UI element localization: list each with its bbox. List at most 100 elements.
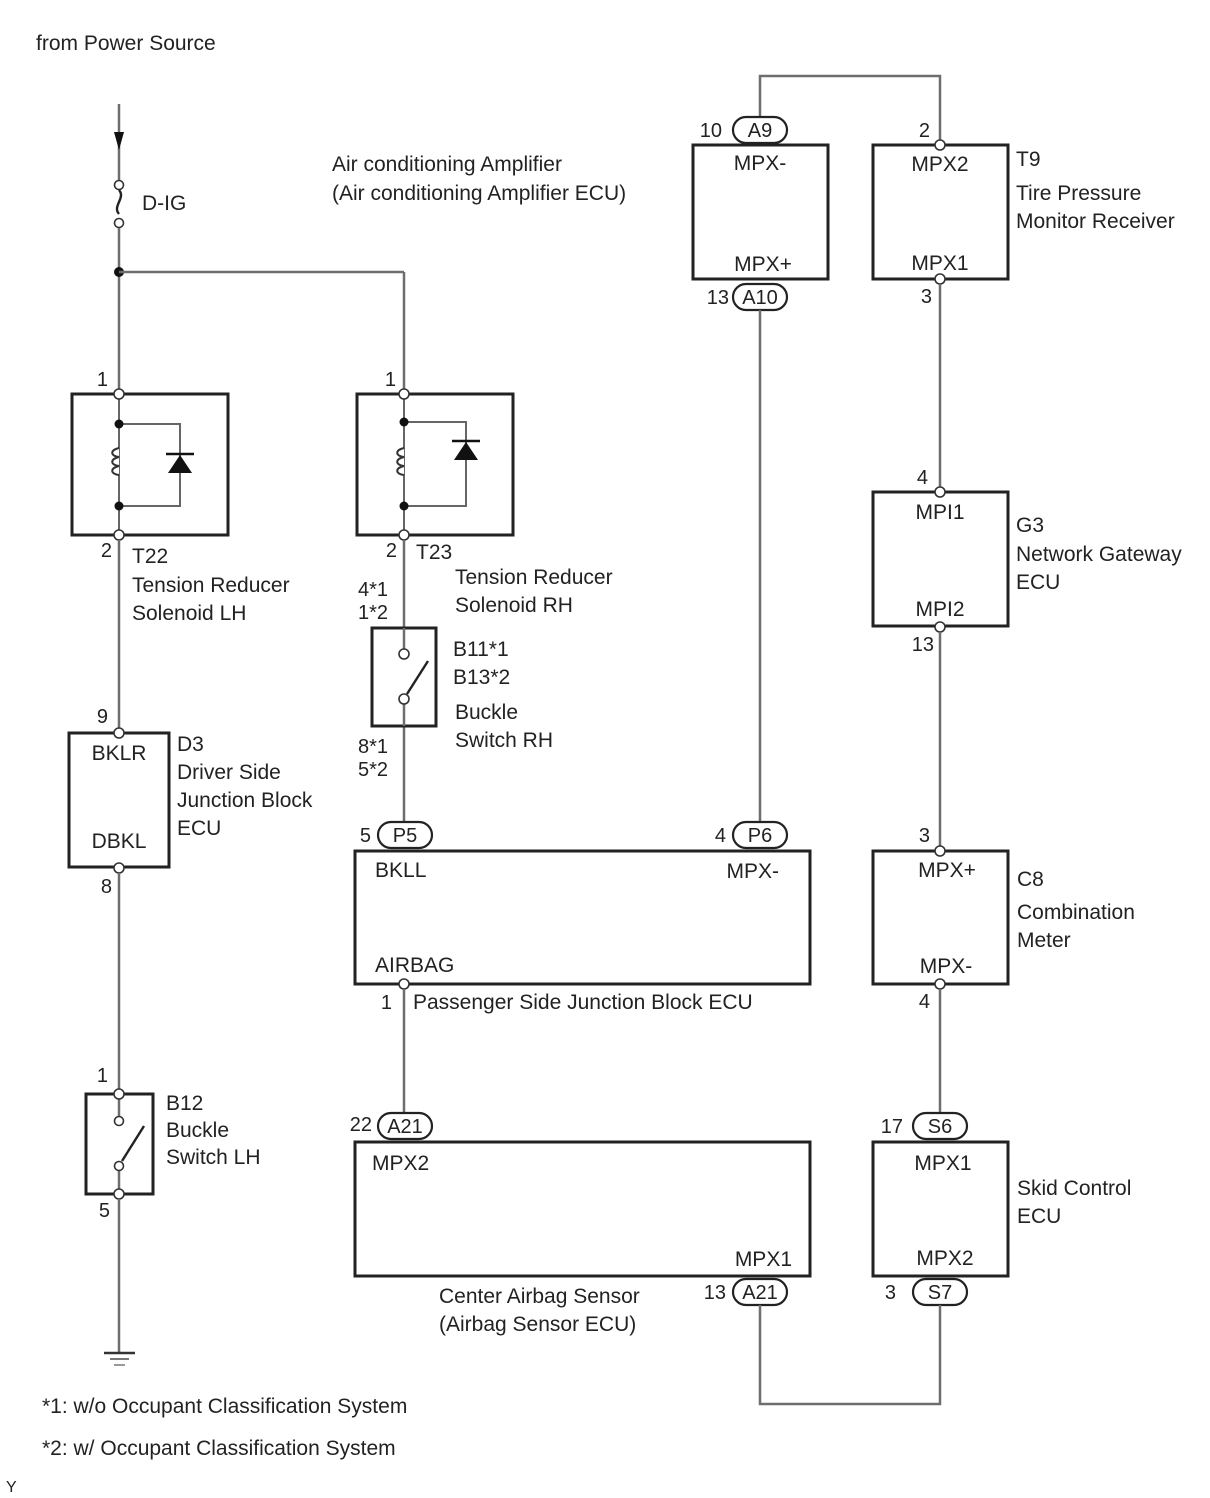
t23-solenoid-rh: 1 2 T23 Tension Reducer Solenoid RH	[355, 369, 613, 617]
coil-icon	[111, 447, 120, 476]
ground-icon	[104, 1351, 135, 1366]
connector-p6	[731, 820, 789, 850]
c8-combination-meter: 3 4 MPX+ MPX- C8 Combination Meter	[871, 825, 1135, 1013]
component-name: Monitor Receiver	[1016, 210, 1175, 233]
component-name: Buckle	[166, 1119, 229, 1142]
terminal-label: MPI1	[915, 501, 964, 524]
component-name: Junction Block	[177, 789, 313, 812]
pin-number: 5	[360, 825, 371, 847]
component-name: Air conditioning Amplifier	[332, 153, 562, 176]
component-code: B13*2	[453, 666, 510, 689]
footnote-2: *2: w/ Occupant Classification System	[42, 1437, 396, 1460]
terminal-label: DBKL	[92, 830, 147, 853]
pin-number: 8	[101, 876, 112, 898]
pin-number: 4*1	[358, 579, 388, 601]
b12-buckle-switch-lh: 1 5 B12 Buckle Switch LH	[84, 1065, 261, 1222]
pin-number: 2	[386, 540, 397, 562]
pin-number: 1	[97, 1065, 108, 1087]
component-name: Switch RH	[455, 729, 553, 752]
terminal-label: MPX1	[911, 252, 968, 275]
center-airbag-sensor: A21 22 MPX2 MPX1 A21 13 Center Airbag Se…	[350, 1111, 812, 1336]
component-code: T9	[1016, 148, 1041, 171]
connector-s6	[911, 1111, 969, 1141]
pin-number: 4	[919, 991, 930, 1013]
component-name: ECU	[1017, 1205, 1061, 1228]
component-code: B12	[166, 1092, 203, 1115]
component-name: Network Gateway	[1016, 543, 1182, 566]
connector-code: A10	[742, 287, 778, 309]
component-code: T22	[132, 545, 168, 568]
connector-a9	[731, 115, 789, 145]
terminal-label: BKLL	[375, 859, 426, 882]
ac-amplifier: Air conditioning Amplifier (Air conditio…	[332, 115, 830, 312]
power-source-label: from Power Source	[36, 32, 216, 55]
terminal-label: MPX+	[918, 859, 976, 882]
pin-number: 2	[101, 540, 112, 562]
component-code: G3	[1016, 514, 1044, 537]
pin-number: 3	[921, 286, 932, 308]
switch-icon	[120, 1125, 146, 1162]
pin-number: 1	[97, 369, 108, 391]
terminal-label: MPX-	[920, 955, 973, 978]
pin-number: 22	[350, 1114, 372, 1136]
connector-p5	[376, 820, 434, 850]
pin-number: 1	[381, 992, 392, 1014]
connector-code: A9	[748, 120, 772, 142]
pin-number: 5	[99, 1200, 110, 1222]
connector-code: P6	[748, 825, 772, 847]
coil-icon	[396, 447, 405, 476]
pin-number: 1*2	[358, 602, 388, 624]
terminal-label: MPX2	[911, 153, 968, 176]
pin-number: 3	[919, 825, 930, 847]
pin-number: 4	[715, 825, 726, 847]
terminal-label: MPX2	[916, 1247, 973, 1270]
diode-icon	[454, 442, 478, 460]
component-name: Tension Reducer	[132, 574, 290, 597]
terminal-label: MPX+	[734, 253, 792, 276]
fuse-d-ig: D-IG	[113, 179, 186, 229]
component-code: C8	[1017, 868, 1044, 891]
connector-a21-top	[376, 1111, 434, 1141]
terminal-label: AIRBAG	[375, 954, 454, 977]
terminal-label: MPX1	[914, 1152, 971, 1175]
pin-number: 13	[912, 634, 934, 656]
component-name: ECU	[177, 817, 221, 840]
pin-number: 8*1	[358, 736, 388, 758]
component-name: Skid Control	[1017, 1177, 1131, 1200]
connector-code: S6	[928, 1116, 952, 1138]
buckle-switch-rh: 4*1 1*2 8*1 5*2 B11*1 B13*2 Buckle Switc…	[358, 579, 553, 781]
footnote-1: *1: w/o Occupant Classification System	[42, 1395, 407, 1418]
component-name: Meter	[1017, 929, 1071, 952]
pin-number: 1	[385, 369, 396, 391]
power-feed	[114, 104, 124, 182]
component-code: D3	[177, 733, 204, 756]
passenger-side-jb-ecu: P5 5 P6 4 BKLL MPX- AIRBAG 1 Passenger S…	[353, 820, 812, 1014]
component-code: B11*1	[453, 638, 509, 661]
connector-code: S7	[928, 1282, 952, 1304]
component-name: Tire Pressure	[1016, 182, 1141, 205]
pin-number: 13	[704, 1282, 726, 1304]
component-name: Combination	[1017, 901, 1135, 924]
connector-code: A21	[742, 1282, 778, 1304]
component-name: (Air conditioning Amplifier ECU)	[332, 182, 626, 205]
pin-number: 10	[700, 120, 722, 142]
corner-mark: Y	[6, 1479, 17, 1496]
diode-icon	[168, 455, 192, 473]
pin-number: 2	[919, 120, 930, 142]
pin-number: 13	[707, 287, 729, 309]
terminal-label: BKLR	[92, 742, 147, 765]
component-name: Tension Reducer	[455, 566, 613, 589]
component-name: Solenoid RH	[455, 594, 573, 617]
terminal-label: MPX1	[735, 1248, 792, 1271]
terminal-label: MPX-	[727, 860, 780, 883]
fuse-icon	[115, 189, 123, 215]
pin-number: 9	[97, 706, 108, 728]
pin-number: 5*2	[358, 759, 388, 781]
component-name: Driver Side	[177, 761, 281, 784]
fuse-label: D-IG	[142, 192, 186, 215]
connector-code: P5	[393, 825, 417, 847]
pin-number: 17	[881, 1116, 903, 1138]
arrow-down-icon	[114, 132, 124, 150]
g3-network-gateway-ecu: 4 13 MPI1 MPI2 G3 Network Gateway ECU	[871, 467, 1182, 656]
pin-number: 4	[917, 467, 928, 489]
